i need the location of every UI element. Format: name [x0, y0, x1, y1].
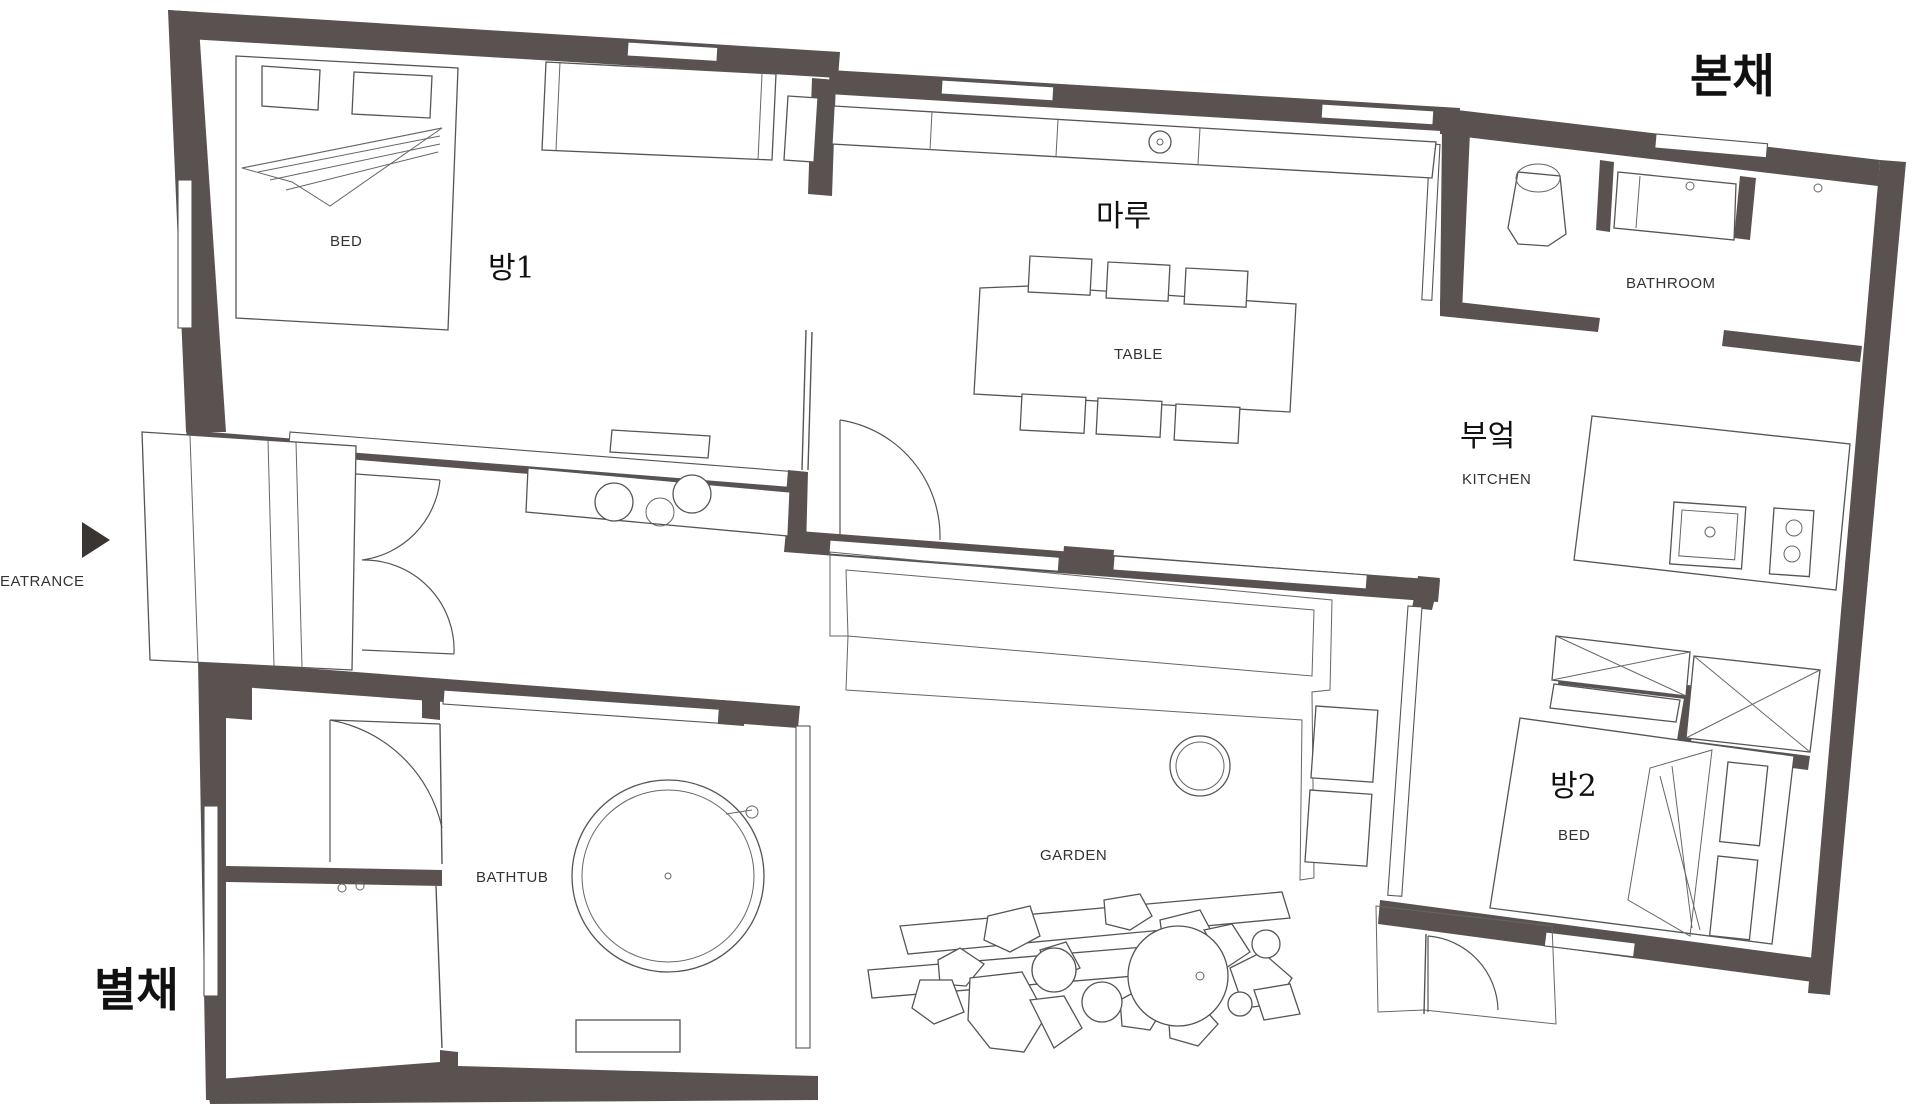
garden-table [1169, 735, 1231, 797]
annex-wall-post [422, 678, 440, 720]
bathroom-fixtures [1507, 163, 1823, 247]
bathtub [571, 779, 765, 1053]
wall-garden-post [1062, 546, 1114, 574]
label-room1: 방1 [488, 251, 535, 286]
labels: 본채 별채 방1 방2 마루 부엌 KITCHEN BATHROOM TABLE… [0, 49, 1775, 1017]
window-room1-left [177, 179, 193, 329]
wall-top-left [168, 10, 840, 78]
corridor-bench [609, 429, 711, 459]
door-swing-maru [839, 419, 941, 541]
window-bath-top [1654, 133, 1769, 159]
window-maru-top-2 [1320, 103, 1435, 126]
bed-room2 [1489, 717, 1795, 945]
garden-chair-1 [1310, 705, 1379, 783]
side-entry [1375, 905, 1557, 1025]
window-corridor [288, 431, 790, 488]
label-kitchen-en: KITCHEN [1462, 471, 1531, 488]
wall-bathroom-divider-2 [1734, 176, 1756, 240]
window-room2-bottom [1543, 931, 1636, 958]
bed-room1 [235, 55, 459, 331]
planter [783, 95, 819, 163]
wall-bathroom-bottom-b [1722, 330, 1862, 362]
door-swing-annex [329, 719, 443, 862]
label-kitchen-kr: 부엌 [1460, 419, 1515, 454]
kitchen-island [1573, 415, 1851, 591]
wall-kitchen-side [1412, 576, 1440, 610]
furniture [82, 55, 1851, 1053]
window-annex-left [203, 805, 219, 997]
kitchen-cabinet-3 [1549, 683, 1681, 723]
label-garden: GARDEN [1040, 847, 1107, 864]
annex-wall-divider [226, 866, 442, 886]
counter-maru [831, 105, 1437, 179]
label-annex: 별채 [94, 963, 179, 1017]
bench-room1 [541, 61, 777, 161]
label-bed-room2: BED [1558, 827, 1590, 844]
wall-bathroom-divider [1596, 160, 1614, 232]
annex-wall-inner-top [226, 684, 252, 720]
label-bed-room1: BED [330, 233, 362, 250]
label-bathroom: BATHROOM [1626, 275, 1716, 292]
label-maru: 마루 [1096, 199, 1151, 234]
stool-1 [594, 482, 634, 522]
annex-wall-post-2 [718, 700, 746, 726]
window-annex-right [795, 725, 811, 1049]
garden-chair-2 [1304, 789, 1373, 867]
wall-left-room1 [168, 10, 226, 432]
entrance-steps [141, 431, 357, 671]
windows [177, 41, 1769, 1049]
garden-area [829, 551, 1379, 1053]
wall-bathroom-bottom-a [1440, 300, 1600, 332]
wall-corridor-post [786, 470, 808, 550]
window-garden-2 [1112, 555, 1368, 590]
entrance-arrow-icon [82, 522, 110, 558]
annex-wall-bottom [206, 1050, 818, 1104]
label-table: TABLE [1114, 346, 1163, 363]
window-room1-top [626, 41, 719, 63]
label-bathtub: BATHTUB [476, 869, 548, 886]
label-main-building: 본채 [1690, 49, 1775, 103]
wall-right [1808, 160, 1906, 995]
toilet [1507, 171, 1567, 247]
sink-maru [1148, 130, 1172, 154]
bathroom-sink [1613, 171, 1737, 241]
label-room2: 방2 [1550, 769, 1597, 804]
wall-bathroom-left [1440, 130, 1470, 312]
window-maru-top-1 [940, 79, 1055, 102]
label-entrance: EATRANCE [0, 573, 85, 590]
window-annex-top [442, 689, 720, 724]
window-garden-right [1387, 605, 1423, 897]
stool-2 [672, 474, 712, 514]
dining-table [973, 255, 1297, 444]
door-swing-entrance [355, 473, 455, 655]
